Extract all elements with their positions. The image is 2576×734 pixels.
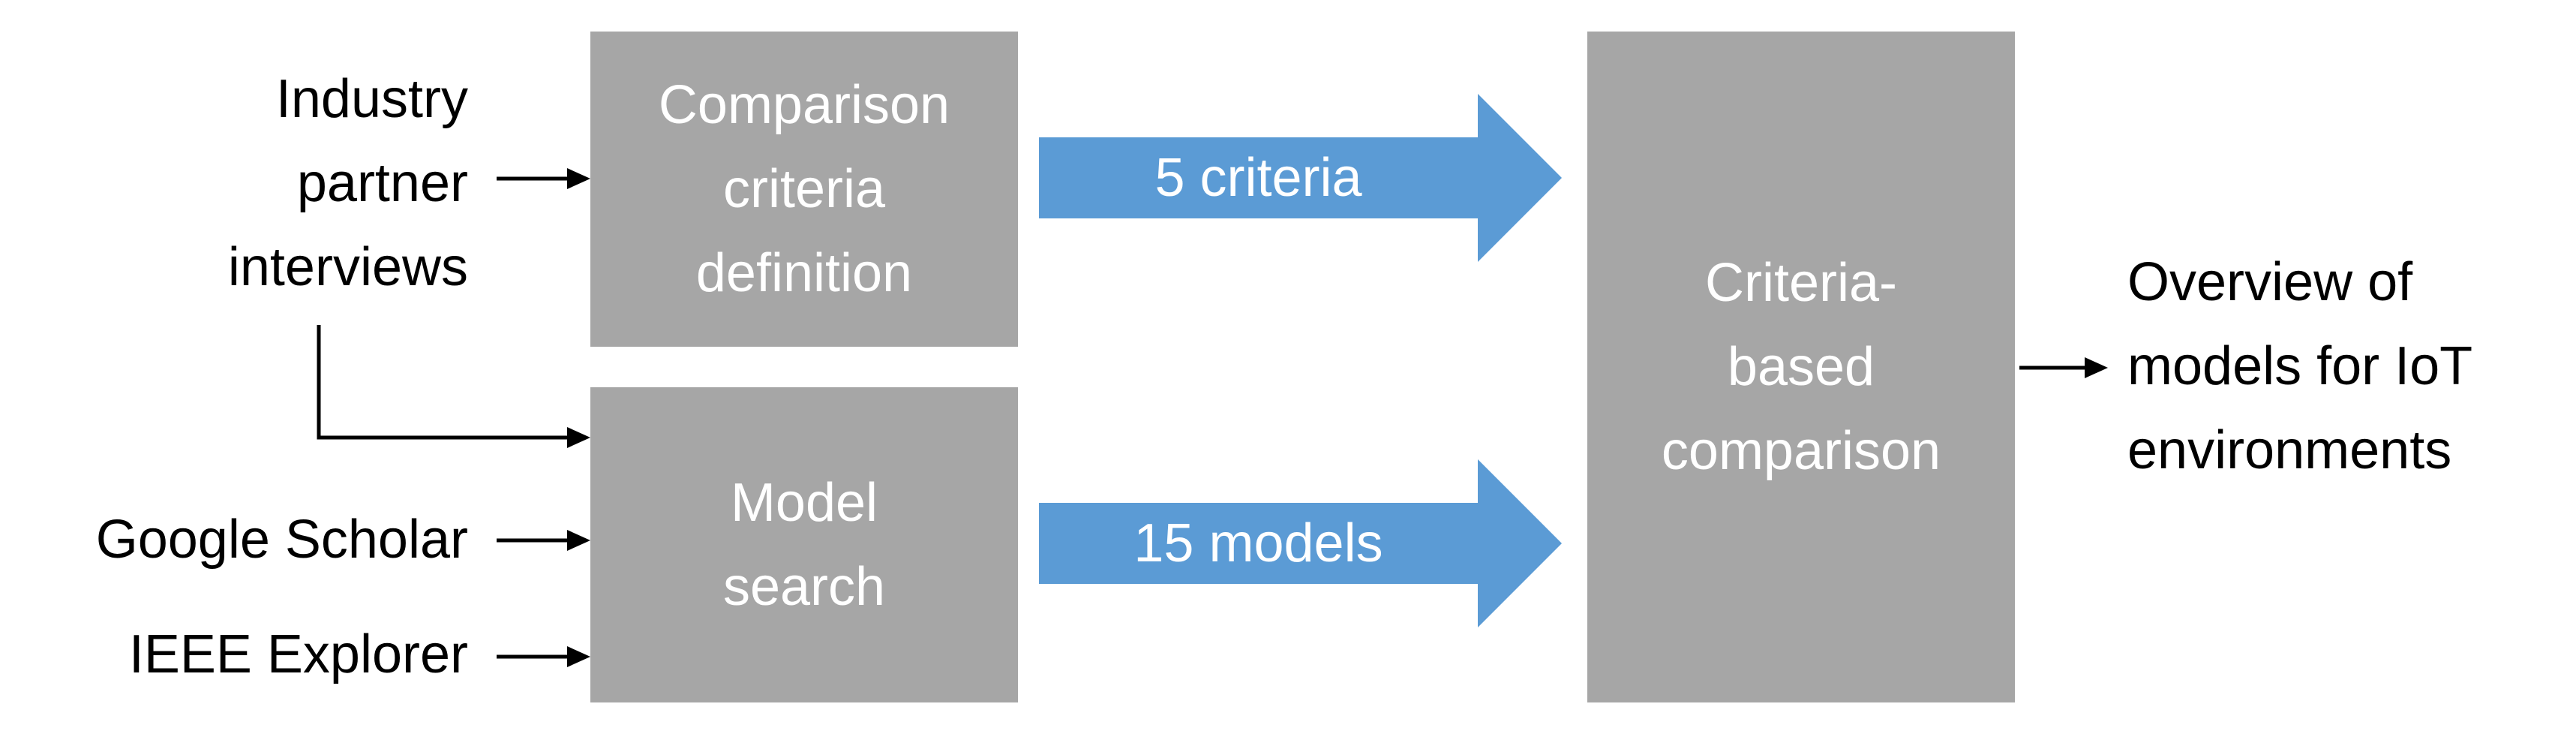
arrow-interviews-to-criteria xyxy=(497,168,590,189)
criteria-definition-line-1: Comparison xyxy=(658,75,950,135)
model-search-line-1: Model xyxy=(730,473,878,533)
box-criteria-based-comparison: Criteria- based comparison xyxy=(1587,32,2015,702)
output-line-2: models for IoT xyxy=(2127,336,2473,396)
output-overview: Overview of models for IoT environments xyxy=(2127,240,2472,492)
model-search-text: Model search xyxy=(723,461,885,629)
input-industry-interviews: Industry partner interviews xyxy=(228,57,468,309)
interviews-line-2: partner xyxy=(296,153,468,213)
interviews-line-1: Industry xyxy=(275,69,468,129)
box-criteria-definition: Comparison criteria definition xyxy=(590,32,1018,347)
arrow-comparison-to-output xyxy=(2019,357,2108,378)
criteria-definition-line-2: criteria xyxy=(722,159,886,219)
model-search-line-2: search xyxy=(722,557,886,617)
comparison-text: Criteria- based comparison xyxy=(1662,241,1941,493)
comparison-line-3: comparison xyxy=(1661,421,1941,481)
arrow-explorer-to-model-search xyxy=(497,646,590,667)
output-line-1: Overview of xyxy=(2127,252,2413,312)
flow-label-criteria: 5 criteria xyxy=(1154,148,1362,208)
interviews-line-3: interviews xyxy=(227,237,468,297)
arrow-scholar-to-model-search xyxy=(497,530,590,551)
box-model-search: Model search xyxy=(590,387,1018,702)
comparison-line-1: Criteria- xyxy=(1704,253,1897,313)
criteria-definition-text: Comparison criteria definition xyxy=(659,63,950,315)
output-line-3: environments xyxy=(2127,420,2452,480)
criteria-definition-line-3: definition xyxy=(695,243,913,303)
block-arrow-models xyxy=(1039,459,1562,627)
flow-label-models: 15 models xyxy=(1133,513,1383,573)
input-google-scholar: Google Scholar xyxy=(95,510,468,570)
input-ieee-explorer: IEEE Explorer xyxy=(128,624,468,684)
block-arrow-criteria xyxy=(1039,94,1562,262)
comparison-line-2: based xyxy=(1727,337,1875,397)
arrow-interviews-to-model-search xyxy=(317,325,590,448)
